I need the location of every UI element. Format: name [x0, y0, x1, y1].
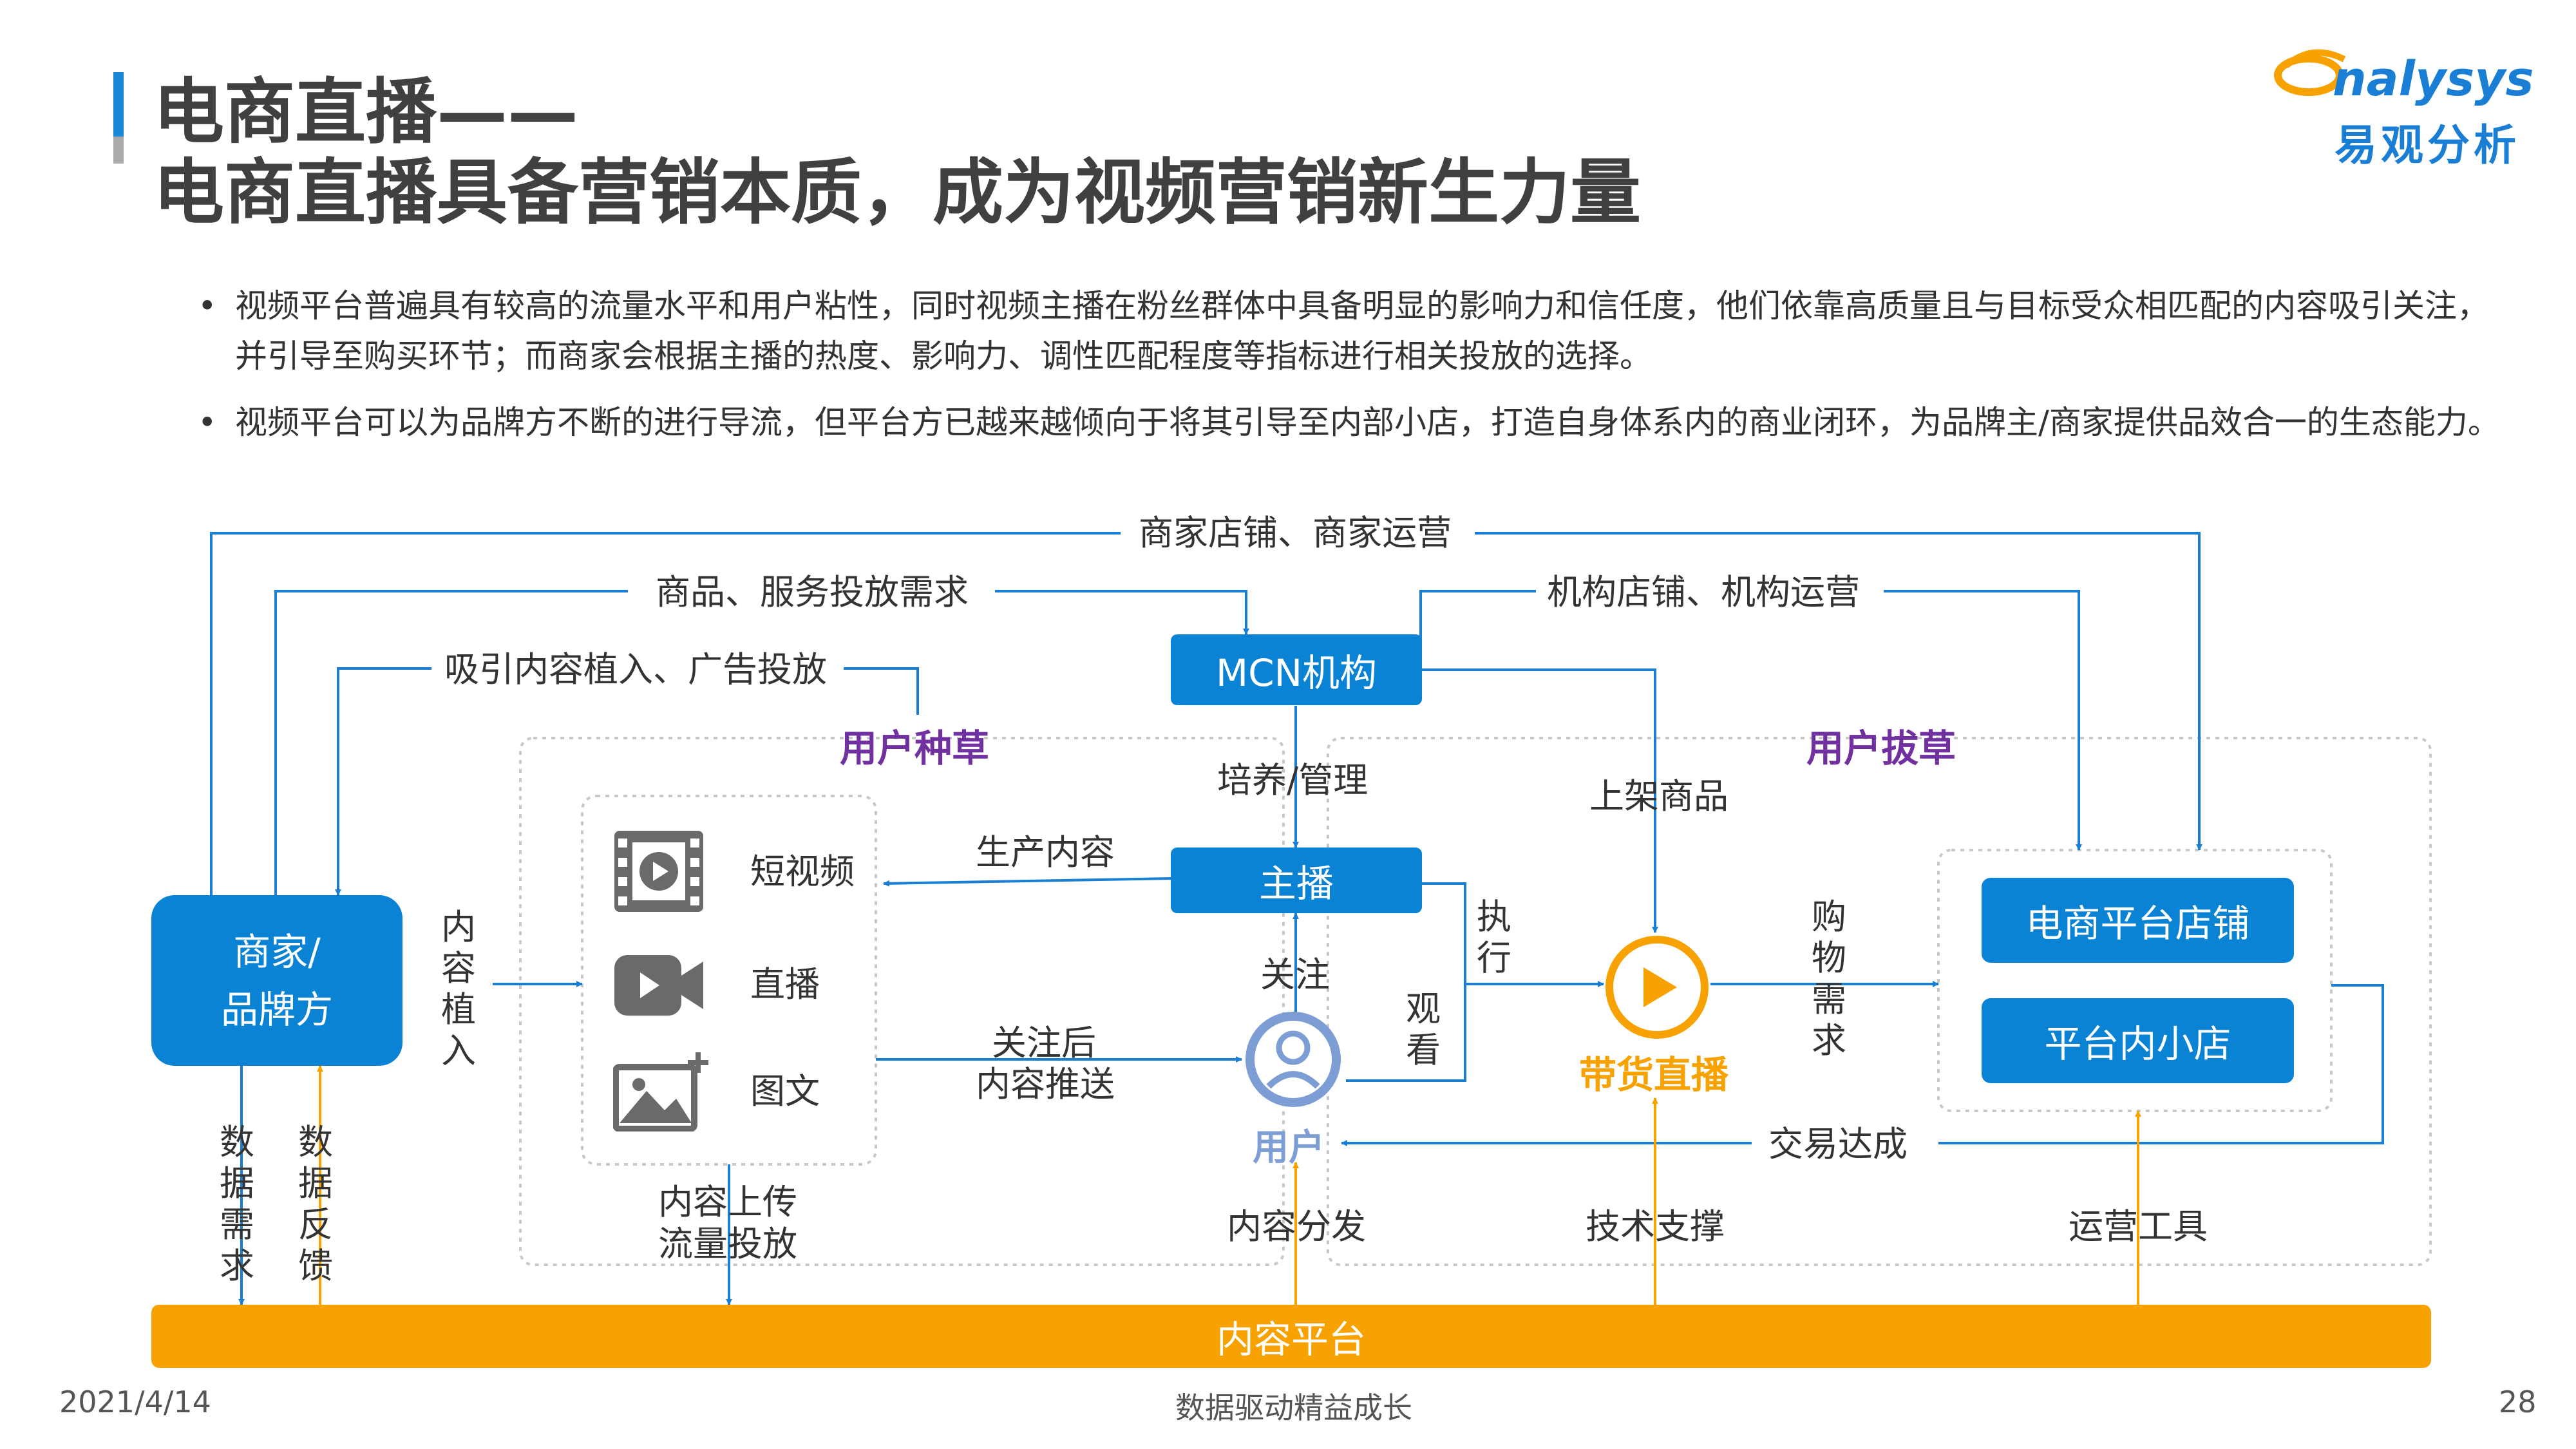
live-label: 直播: [750, 964, 820, 1005]
label-upload-2: 流量投放: [658, 1224, 797, 1264]
label-goods-demand: 商品、服务投放需求: [656, 572, 969, 612]
label-store-ops: 商家店铺、商家运营: [1139, 513, 1452, 553]
label-ads: 吸引内容植入、广告投放: [444, 649, 827, 690]
mini-store-box[interactable]: 平台内小店: [1982, 998, 2294, 1083]
analysys-logo: nalysys 易观分析: [2273, 40, 2534, 170]
merchant-line2: 品牌方: [220, 987, 333, 1032]
bullet-1: • 视频平台普遍具有较高的流量水平和用户粘性，同时视频主播在粉丝群体中具备明显的…: [198, 281, 2502, 381]
page-title-line2: 电商直播具备营销本质，成为视频营销新生力量: [153, 151, 1641, 234]
label-tech: 技术支撑: [1586, 1206, 1725, 1247]
label-deal: 交易达成: [1768, 1124, 1908, 1164]
ecom-store-box[interactable]: 电商平台店铺: [1982, 878, 2294, 963]
logo-word: nalysys: [2333, 52, 2534, 107]
logo-cn: 易观分析: [2334, 120, 2520, 170]
title-accent-bar-gray: [113, 137, 124, 164]
live-camera-icon: [613, 950, 705, 1021]
label-push-2: 内容推送: [976, 1064, 1115, 1104]
bullet-dot: •: [198, 287, 217, 325]
short-video-icon: [613, 829, 705, 913]
label-follow: 关注: [1260, 954, 1330, 995]
bullet-2: • 视频平台可以为品牌方不断的进行导流，但平台方已越来越倾向于将其引导至内部小店…: [198, 397, 2502, 448]
label-train: 培养/管理: [1217, 760, 1368, 800]
live-commerce-play-icon[interactable]: [1604, 934, 1710, 1041]
image-text-icon: [612, 1051, 710, 1132]
anchor-box[interactable]: 主播: [1171, 848, 1422, 913]
label-org-ops: 机构店铺、机构运营: [1547, 572, 1860, 612]
label-data-feedback: 数据反馈: [298, 1122, 333, 1286]
label-content-embed: 内容植入: [441, 907, 476, 1071]
label-execute: 执行: [1477, 896, 1511, 978]
merchant-line1: 商家/: [233, 929, 321, 974]
label-watch: 观看: [1406, 989, 1441, 1070]
label-distribute: 内容分发: [1227, 1206, 1366, 1247]
short-video-label: 短视频: [750, 851, 855, 892]
bullet-1-text: 视频平台普遍具有较高的流量水平和用户粘性，同时视频主播在粉丝群体中具备明显的影响…: [235, 287, 2489, 375]
mcn-box[interactable]: MCN机构: [1171, 634, 1422, 705]
page-number: 28: [2499, 1385, 2537, 1419]
label-push-1: 关注后: [992, 1023, 1096, 1063]
logo-swoosh-icon: [2273, 46, 2351, 98]
footer-date: 2021/4/14: [59, 1385, 211, 1419]
zone-label-pull: 用户拔草: [1806, 726, 1956, 770]
label-data-demand: 数据需求: [220, 1122, 254, 1286]
image-text-label: 图文: [750, 1071, 820, 1112]
user-avatar-icon: [1242, 1008, 1345, 1111]
label-produce: 生产内容: [976, 832, 1115, 873]
page-title-line1: 电商直播——: [153, 71, 578, 153]
content-platform-bar[interactable]: 内容平台: [151, 1305, 2431, 1368]
label-upload-1: 内容上传: [658, 1182, 797, 1222]
merchant-brand-box[interactable]: 商家/ 品牌方: [151, 895, 402, 1066]
label-listing: 上架商品: [1589, 776, 1728, 817]
title-accent-bar: [113, 72, 124, 137]
bullet-dot: •: [198, 404, 217, 441]
live-commerce-label: 带货直播: [1579, 1053, 1729, 1097]
bullet-2-text: 视频平台可以为品牌方不断的进行导流，但平台方已越来越倾向于将其引导至内部小店，打…: [235, 404, 2500, 441]
user-label: 用户: [1253, 1127, 1325, 1169]
zone-label-seed: 用户种草: [840, 726, 990, 770]
label-buy-demand: 购物需求: [1812, 896, 1846, 1061]
footer-slogan: 数据驱动精益成长: [1175, 1390, 1412, 1425]
label-ops-tools: 运营工具: [2069, 1206, 2208, 1247]
